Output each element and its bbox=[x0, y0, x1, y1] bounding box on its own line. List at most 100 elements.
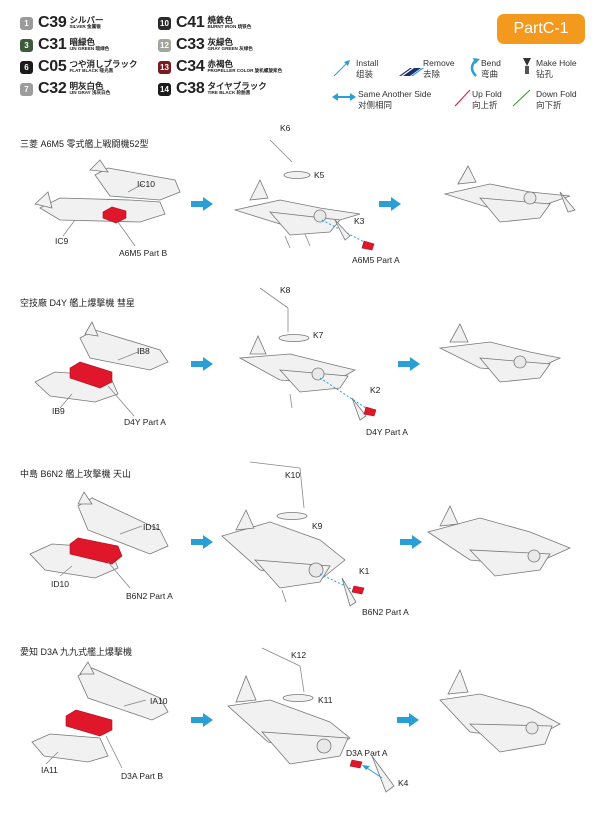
aircraft-assembly-drawing bbox=[233, 139, 375, 251]
fuselage-parts-drawing bbox=[34, 159, 181, 224]
step-arrow-icon bbox=[397, 713, 419, 727]
step-arrow-icon bbox=[191, 535, 213, 549]
color-name-en: FLAT BLACK 哑光黑 bbox=[69, 68, 114, 74]
part-label-a: ID11 bbox=[143, 522, 161, 532]
part-label-a: IB8 bbox=[137, 346, 150, 356]
remove-icon bbox=[399, 68, 424, 76]
color-name-en: IJN GRAY 浅灰白色 bbox=[69, 90, 111, 96]
section-title-d3a: 愛知 D3A 九九式艦上爆撃機 bbox=[20, 647, 133, 657]
make-hole-icon bbox=[523, 58, 531, 74]
color-name-en: IJN GREEN 暗绿色 bbox=[69, 46, 110, 52]
propeller-label: K3 bbox=[354, 216, 365, 226]
same-side-icon bbox=[332, 93, 356, 101]
color-number-badge: 7 bbox=[20, 82, 33, 96]
kit-label-b: A6M5 Part B bbox=[119, 248, 168, 258]
color-name-jp: タイヤブラック bbox=[207, 80, 267, 91]
kit-label-b: B6N2 Part A bbox=[126, 591, 173, 601]
finished-aircraft-drawing bbox=[438, 323, 562, 383]
wire-part-label: K6 bbox=[280, 123, 291, 133]
step-arrow-icon bbox=[191, 357, 213, 371]
section-a6m5-diagram bbox=[34, 139, 576, 251]
color-name-en: BURNT IRON 烧铁色 bbox=[207, 24, 252, 30]
finished-aircraft-drawing bbox=[427, 505, 572, 577]
color-name-jp: 暗緑色 bbox=[69, 36, 95, 47]
color-name-jp: 灰緑色 bbox=[207, 36, 233, 47]
kit-label-a: D4Y Part A bbox=[366, 427, 408, 437]
kit-label-b: D4Y Part A bbox=[124, 417, 166, 427]
bend-icon bbox=[470, 58, 480, 77]
color-code: C32 bbox=[38, 80, 67, 97]
color-number-badge: 1 bbox=[20, 16, 33, 30]
color-name-en: GRAY GREEN 灰绿色 bbox=[207, 46, 253, 52]
fuselage-parts-drawing bbox=[29, 491, 169, 579]
section-title-b6n2: 中島 B6N2 艦上攻撃機 天山 bbox=[20, 469, 132, 479]
step-arrow-icon bbox=[398, 357, 420, 371]
finished-aircraft-drawing bbox=[443, 165, 576, 223]
step-arrow-icon bbox=[191, 713, 213, 727]
part-label-b: IB9 bbox=[52, 406, 65, 416]
section-d3a-diagram bbox=[31, 647, 561, 793]
color-name-en: SILVER 金属银 bbox=[69, 24, 101, 30]
color-name-jp: シルバー bbox=[69, 14, 104, 25]
color-code: C39 bbox=[38, 14, 67, 31]
aircraft-assembly-drawing bbox=[238, 287, 377, 421]
part-badge: PartC-1 bbox=[497, 14, 585, 44]
kit-label-a: D3A Part A bbox=[346, 748, 388, 758]
down-fold-icon bbox=[512, 89, 531, 107]
color-name-en: PROPELLER COLOR 旋机螺旋桨色 bbox=[207, 68, 283, 74]
color-code: C31 bbox=[38, 36, 67, 53]
step-arrow-icon bbox=[400, 535, 422, 549]
aircraft-assembly-drawing bbox=[221, 461, 365, 607]
color-name-jp: つや消しブラック bbox=[69, 58, 138, 69]
section-b6n2-diagram bbox=[29, 461, 572, 607]
part-label-b: IA11 bbox=[41, 765, 58, 775]
propeller-label: K1 bbox=[359, 566, 370, 576]
color-name-jp: 明灰白色 bbox=[69, 80, 104, 91]
color-number-badge: 14 bbox=[158, 82, 171, 96]
part-label-a: IA10 bbox=[150, 696, 168, 706]
part-label-b: ID10 bbox=[51, 579, 69, 589]
section-d4y-diagram bbox=[34, 287, 562, 421]
color-name-jp: 赤褐色 bbox=[207, 58, 233, 69]
propeller-label: K4 bbox=[398, 778, 409, 788]
color-code: C33 bbox=[176, 36, 205, 53]
section-title-a6m5: 三菱 A6M5 零式艦上戦闘機52型 bbox=[20, 139, 149, 149]
drop-tank-label: K7 bbox=[313, 330, 324, 340]
color-number-badge: 12 bbox=[158, 38, 171, 52]
kit-label-a: B6N2 Part A bbox=[362, 607, 409, 617]
kit-label-a: A6M5 Part A bbox=[352, 255, 400, 265]
drop-tank-label: K9 bbox=[312, 521, 323, 531]
color-number-badge: 10 bbox=[158, 16, 171, 30]
color-number-badge: 13 bbox=[158, 60, 171, 74]
fuselage-parts-drawing bbox=[34, 321, 169, 403]
propeller-label: K2 bbox=[370, 385, 381, 395]
symbol-legend-graphics bbox=[332, 58, 531, 107]
wire-part-label: K12 bbox=[291, 650, 307, 660]
step-arrow-icon bbox=[191, 197, 213, 211]
part-label-b: IC9 bbox=[55, 236, 69, 246]
color-code: C41 bbox=[176, 14, 205, 31]
up-fold-icon bbox=[454, 89, 471, 107]
part-label-a: IC10 bbox=[137, 179, 155, 189]
kit-label-b: D3A Part B bbox=[121, 771, 164, 781]
install-arrow-icon bbox=[333, 60, 350, 77]
color-number-badge: 3 bbox=[20, 38, 33, 52]
color-code: C38 bbox=[176, 80, 205, 97]
aircraft-assembly-drawing bbox=[227, 647, 395, 793]
color-number-badge: 6 bbox=[20, 60, 33, 74]
color-code: C34 bbox=[176, 58, 205, 75]
color-name-jp: 焼鉄色 bbox=[207, 14, 233, 25]
finished-aircraft-drawing bbox=[439, 668, 561, 753]
fuselage-parts-drawing bbox=[31, 661, 169, 763]
